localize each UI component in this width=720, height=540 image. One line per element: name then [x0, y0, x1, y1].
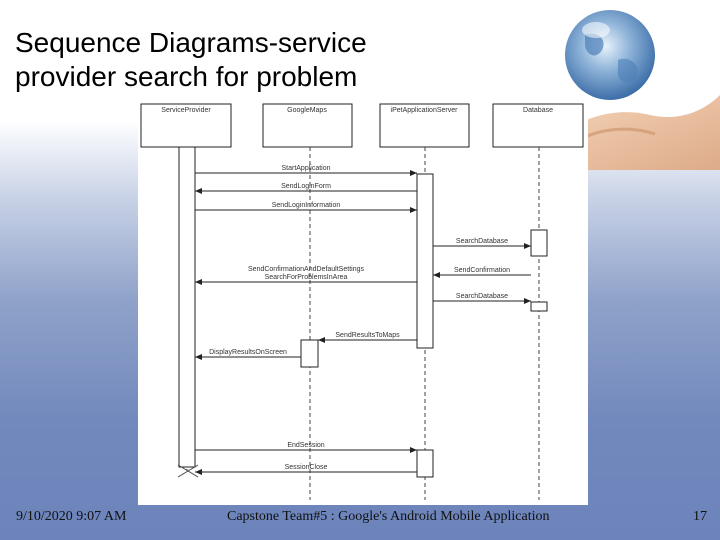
activation-database-1: [530, 229, 548, 257]
lifeline-header-database: Database: [492, 103, 584, 148]
message-label: SendLoginInformation: [272, 202, 341, 209]
activation-serviceprovider: [178, 146, 196, 468]
activation-googlemaps: [300, 339, 319, 368]
lifeline-label: ServiceProvider: [161, 107, 211, 114]
message-label: SendLoginForm: [281, 183, 331, 190]
message-label: StartApplication: [281, 165, 330, 172]
lifeline-label: GoogleMaps: [287, 107, 327, 114]
messages-layer: StartApplicationSendLoginFormSendLoginIn…: [195, 165, 531, 475]
message-label: SearchDatabase: [456, 293, 508, 300]
activation-server-1: [416, 173, 434, 349]
message-label: SendResultsToMaps: [335, 332, 400, 339]
lifeline-label: Database: [523, 107, 553, 114]
footer-date: 9/10/2020 9:07 AM: [16, 509, 127, 524]
activation-database-2: [530, 301, 548, 312]
message-label: DisplayResultsOnScreen: [209, 349, 287, 356]
destroy-mark: [177, 464, 199, 478]
slide-title-line2: provider search for problem: [15, 61, 358, 92]
lifeline-header-serviceprovider: ServiceProvider: [140, 103, 232, 148]
slide-title: Sequence Diagrams-service provider searc…: [15, 26, 475, 94]
message-label-line2: SearchForProblemsInArea: [265, 274, 348, 281]
lifeline-header-server: iPetApplicationServer: [379, 103, 470, 148]
message-label: SearchDatabase: [456, 238, 508, 245]
slide-title-line1: Sequence Diagrams-service: [15, 27, 367, 58]
message-label: SessionClose: [285, 464, 328, 471]
lifeline-label: iPetApplicationServer: [391, 107, 459, 114]
sequence-diagram-canvas: ServiceProvider GoogleMaps iPetApplicati…: [140, 103, 584, 500]
footer-page-number: 17: [693, 509, 707, 524]
activation-server-2: [416, 449, 434, 478]
footer-center-text: Capstone Team#5 : Google's Android Mobil…: [227, 509, 550, 524]
message-label: SendConfirmation: [454, 267, 510, 274]
sequence-diagram: ServiceProvider GoogleMaps iPetApplicati…: [138, 100, 588, 505]
message-label: SendConfirmationAndDefaultSettings: [248, 266, 364, 273]
lifeline-header-googlemaps: GoogleMaps: [262, 103, 353, 148]
message-label: EndSession: [287, 442, 324, 449]
